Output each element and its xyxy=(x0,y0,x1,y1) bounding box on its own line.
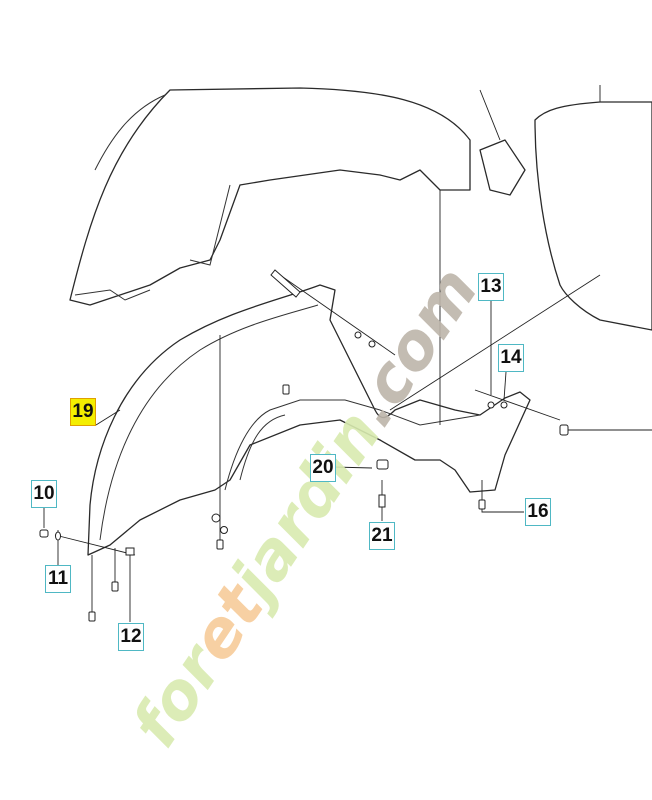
right-panel xyxy=(534,101,652,331)
callout-13[interactable]: 13 xyxy=(478,273,504,301)
callout-14[interactable]: 14 xyxy=(498,344,524,372)
callout-21[interactable]: 21 xyxy=(369,522,395,550)
callout-19[interactable]: 19 xyxy=(70,398,96,426)
upper-fender-shell xyxy=(69,87,471,306)
callout-11[interactable]: 11 xyxy=(45,565,71,593)
fender-part-19 xyxy=(87,284,531,556)
callout-12[interactable]: 12 xyxy=(118,623,144,651)
callout-20[interactable]: 20 xyxy=(310,454,336,482)
fasteners xyxy=(39,269,569,622)
bracket-top xyxy=(479,139,526,196)
callout-10[interactable]: 10 xyxy=(31,480,57,508)
callout-16[interactable]: 16 xyxy=(525,498,551,526)
